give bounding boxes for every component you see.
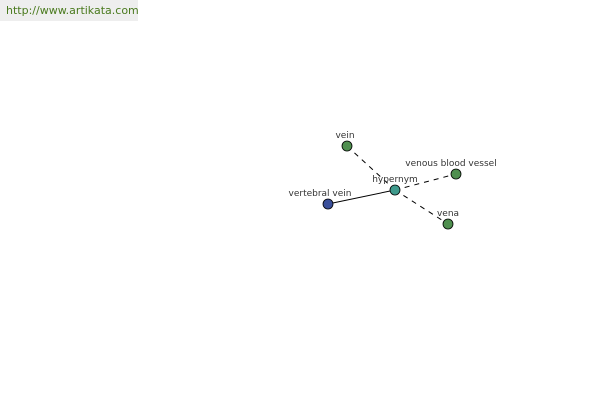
edge-vena (394, 189, 449, 225)
label-vena: vena (437, 209, 459, 219)
edge-layer (327, 145, 457, 225)
label-layer: vein venous blood vessel vena vertebral … (289, 131, 497, 219)
edge-vein (346, 145, 396, 191)
site-url[interactable]: http://www.artikata.com (0, 0, 139, 21)
node-layer (322, 140, 462, 230)
node-vein[interactable] (341, 140, 353, 152)
node-vertebral-vein[interactable] (322, 198, 334, 210)
edge-venous-blood-vessel (394, 173, 457, 191)
node-center-hypernym[interactable] (389, 184, 401, 196)
label-center-hypernym: hypernym (372, 175, 418, 185)
label-vein: vein (335, 131, 354, 141)
node-vena[interactable] (442, 218, 454, 230)
label-vertebral-vein: vertebral vein (289, 189, 352, 199)
node-venous-blood-vessel[interactable] (450, 168, 462, 180)
label-venous-blood-vessel: venous blood vessel (405, 159, 496, 169)
edge-vertebral-vein (327, 189, 396, 205)
